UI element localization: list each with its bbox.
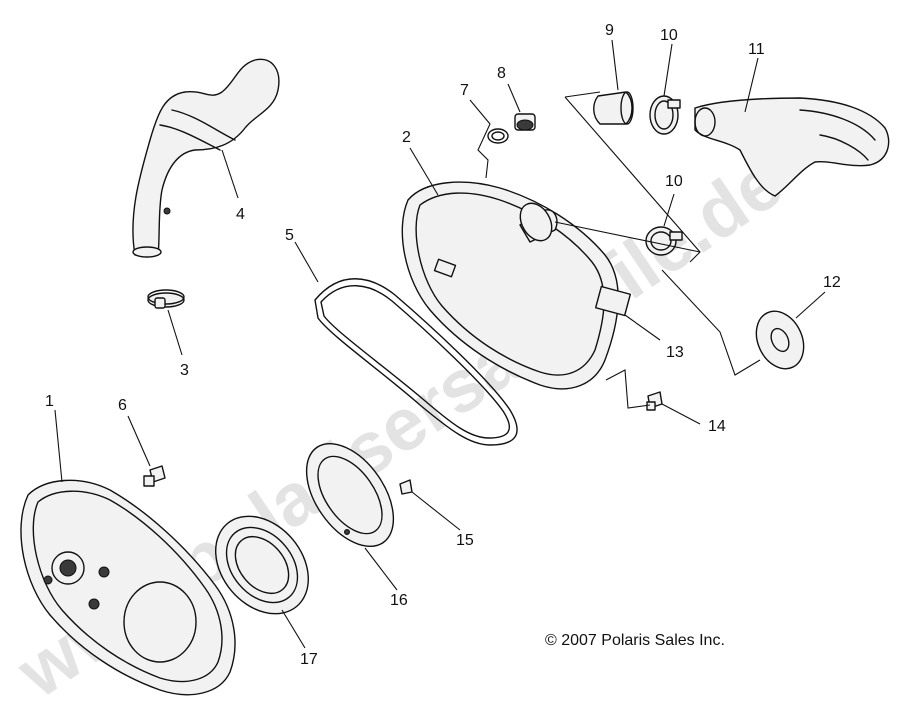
seal (214, 515, 310, 615)
clutch-cover-outer (401, 181, 632, 390)
label-11: 11 (748, 41, 765, 58)
duct-clamp-upper (649, 95, 681, 135)
label-2: 2 (402, 129, 411, 146)
label-1: 1 (45, 393, 54, 410)
retaining-plate (305, 442, 395, 548)
label-6: 6 (118, 397, 127, 414)
cover-bolt (646, 391, 663, 411)
label-12: 12 (823, 274, 841, 291)
duct-adapter (593, 91, 634, 125)
label-13: 13 (666, 344, 684, 361)
drive-belt (314, 278, 518, 446)
label-17: 17 (300, 651, 318, 668)
label-8: 8 (497, 65, 506, 82)
drain-plug (514, 113, 536, 131)
part-labels: 1 2 3 4 5 6 7 8 9 10 10 11 12 13 14 15 1… (45, 22, 841, 668)
label-14: 14 (708, 418, 726, 435)
label-3: 3 (180, 362, 189, 379)
label-9: 9 (605, 22, 614, 39)
duct-clamp-lower (645, 226, 683, 256)
clutch-cover-inner (20, 479, 236, 696)
flange-bolt (143, 465, 166, 487)
label-10-lower: 10 (665, 173, 683, 190)
label-5: 5 (285, 227, 294, 244)
small-screw (399, 479, 413, 495)
label-7: 7 (460, 82, 469, 99)
intake-duct-hose (132, 58, 280, 258)
gasket (755, 310, 805, 370)
leader-lines (54, 39, 826, 649)
label-4: 4 (236, 206, 245, 223)
copyright-notice: © 2007 Polaris Sales Inc. (545, 632, 725, 649)
air-intake-duct (694, 97, 890, 197)
hose-clamp (147, 289, 185, 309)
label-16: 16 (390, 592, 408, 609)
label-15: 15 (456, 532, 474, 549)
o-ring (487, 128, 509, 144)
label-10-upper: 10 (660, 27, 678, 44)
